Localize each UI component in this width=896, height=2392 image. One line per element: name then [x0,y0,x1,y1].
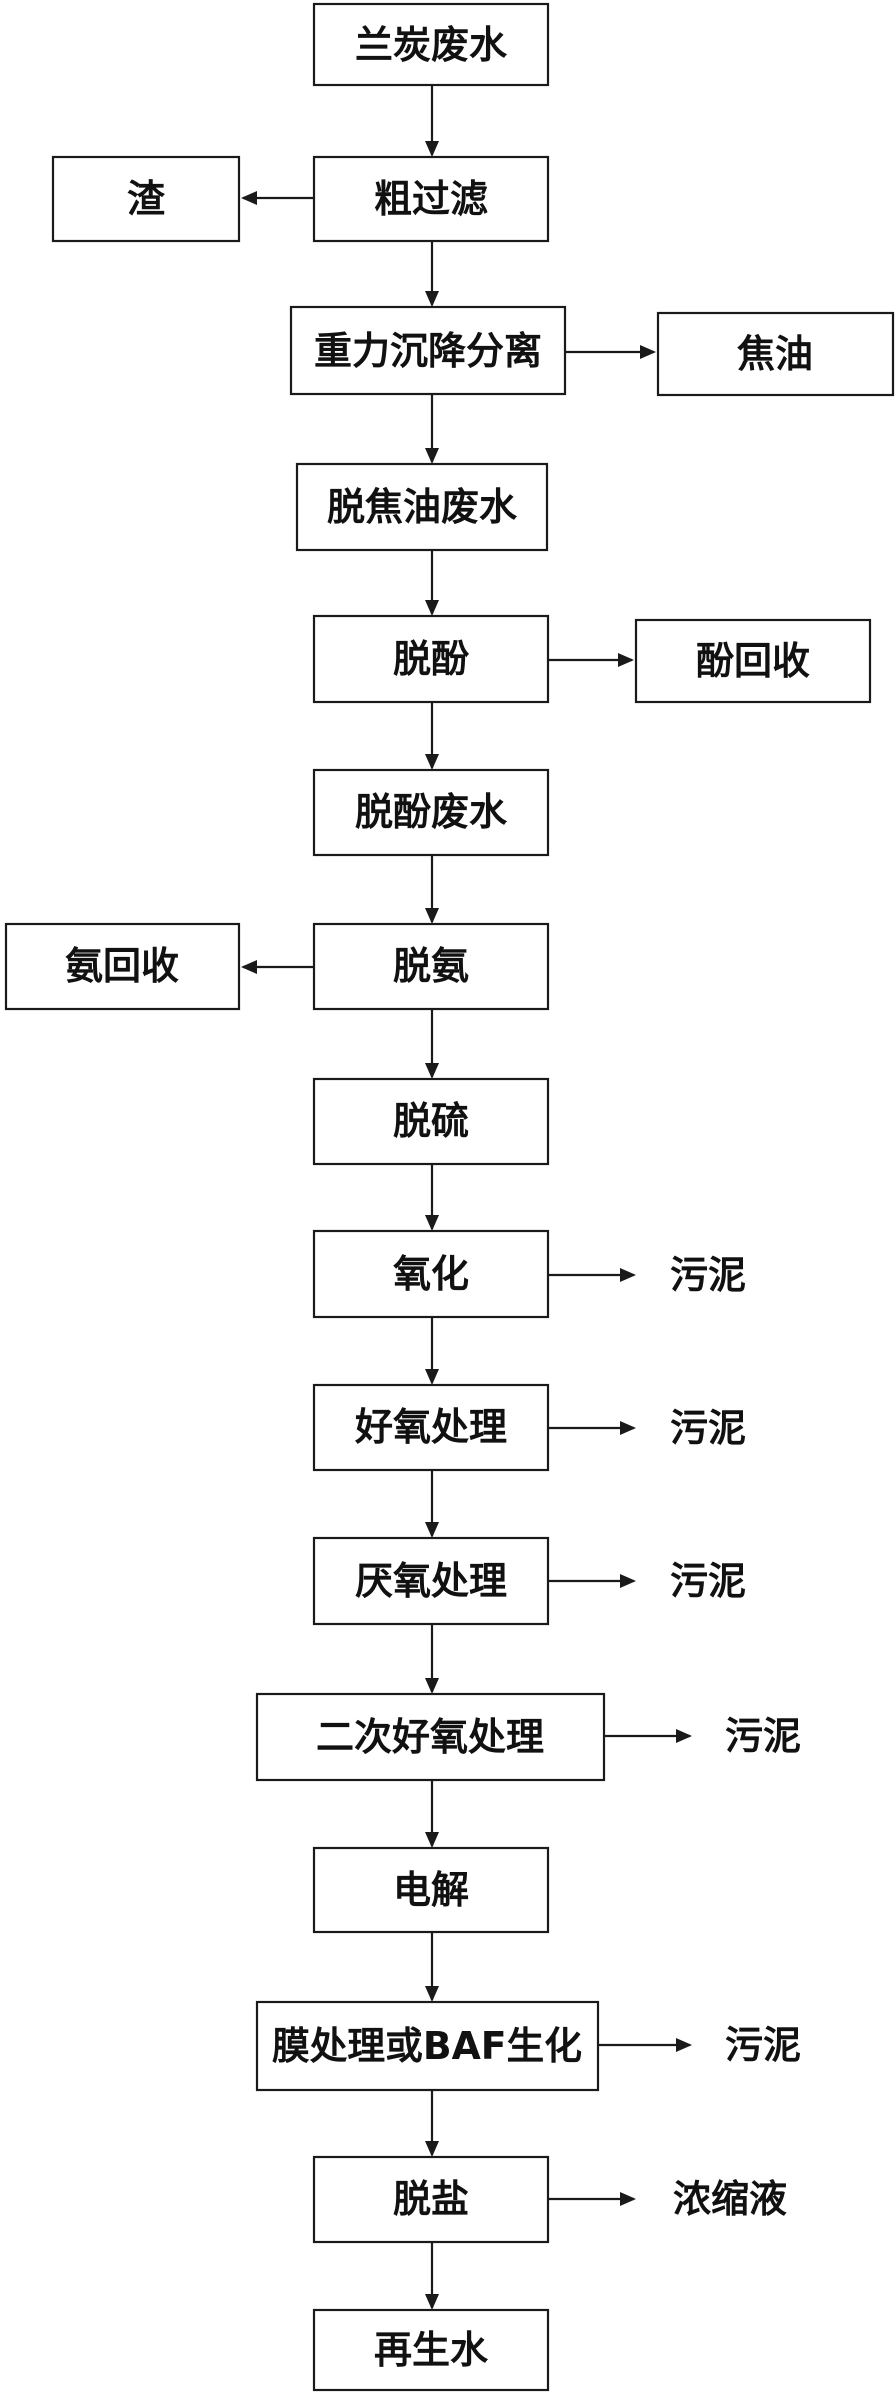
output-sludge-aerobic: 污泥 [670,1406,746,1450]
step-label: 好氧处理 [354,1405,507,1449]
step-oxidation: 氧化 [312,1229,550,1319]
step-gravity-settling: 重力沉降分离 [289,305,567,396]
output-sludge-oxidation: 污泥 [670,1253,746,1297]
step-dephenolized-wastewater: 脱酚废水 [312,768,550,857]
step-electrolysis: 电解 [312,1846,550,1934]
step-label: 脱盐 [393,2177,469,2221]
side-box-tar: 焦油 [656,311,895,397]
step-secondary-aerobic-treatment: 二次好氧处理 [255,1692,606,1782]
side-box-label: 氨回收 [65,944,179,988]
step-label: 氧化 [393,1252,469,1296]
step-label: 重力沉降分离 [314,329,542,373]
side-box-phenol-recovery: 酚回收 [634,618,872,704]
side-box-label: 渣 [127,177,166,221]
side-box-label: 焦油 [737,332,813,376]
step-label: 脱氨 [393,944,469,988]
step-label: 粗过滤 [374,177,488,221]
step-label: 再生水 [374,2328,489,2372]
side-arrows [241,191,692,2206]
step-label: 脱焦油废水 [327,485,518,529]
step-anaerobic-treatment: 厌氧处理 [312,1536,550,1626]
step-membrane-or-baf: 膜处理或BAF生化 [255,2000,600,2092]
step-label: 脱硫 [393,1099,469,1143]
main-flow-arrows [425,85,439,2310]
step-reclaimed-water: 再生水 [312,2308,550,2392]
step-coarse-filtration: 粗过滤 [312,155,550,243]
step-label: 兰炭废水 [355,23,508,67]
output-sludge-secondary-aerobic: 污泥 [725,1714,801,1758]
step-aerobic-treatment: 好氧处理 [312,1383,550,1472]
step-dephenolization: 脱酚 [312,614,550,704]
step-label: 膜处理或BAF生化 [272,2024,582,2068]
step-deammoniation: 脱氨 [312,922,550,1011]
output-concentrate: 浓缩液 [673,2177,787,2221]
step-raw-wastewater: 兰炭废水 [312,2,550,87]
step-desalination: 脱盐 [312,2155,550,2244]
output-sludge-anaerobic: 污泥 [670,1559,746,1603]
output-sludge-membrane: 污泥 [725,2023,801,2067]
step-detarred-wastewater: 脱焦油废水 [295,462,549,552]
step-desulfurization: 脱硫 [312,1077,550,1166]
step-label: 脱酚废水 [355,790,508,834]
side-box-ammonia-recovery: 氨回收 [4,922,241,1011]
step-label: 电解 [393,1868,469,1912]
step-label: 厌氧处理 [355,1559,507,1603]
side-box-label: 酚回收 [696,639,810,683]
step-label: 脱酚 [393,637,470,681]
step-label: 二次好氧处理 [316,1715,544,1759]
side-box-slag: 渣 [51,155,241,243]
